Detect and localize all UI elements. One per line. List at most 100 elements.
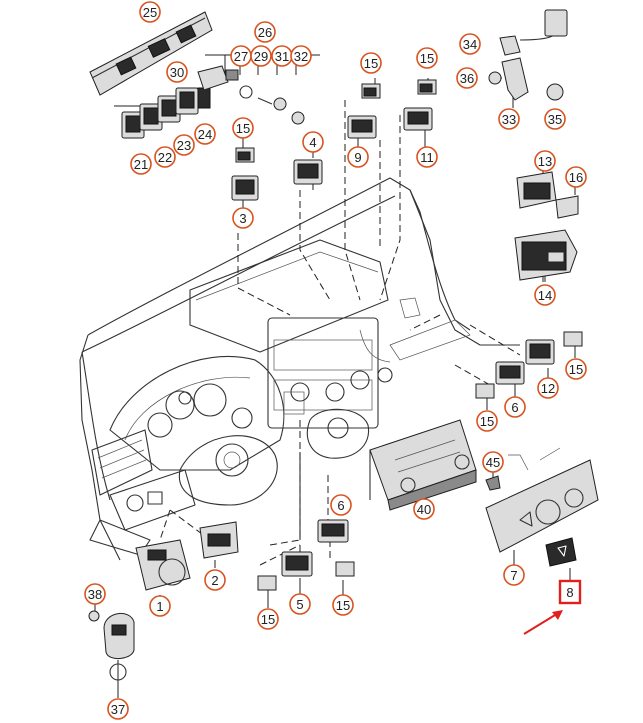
callout-label: 24 [198,127,212,142]
part-14-switch-unit [514,229,578,281]
callout-c1: 1 [149,595,171,617]
callout-marker [107,698,129,720]
callout-marker [498,108,520,130]
callout-marker [565,358,587,380]
callout-c15c: 15 [416,47,438,69]
callout-marker [347,146,369,168]
callout-label: 15 [480,414,494,429]
callout-c16: 16 [565,166,587,188]
callout-c12: 12 [537,377,559,399]
callout-c26: 26 [254,21,276,43]
callout-c24: 24 [194,123,216,145]
callout-label: 15 [336,598,350,613]
callout-c29: 29 [250,45,272,67]
part-4-switch [293,159,323,185]
callout-marker [476,410,498,432]
callout-marker [565,166,587,188]
callout-label: 22 [158,150,172,165]
callout-c37: 37 [107,698,129,720]
callout-marker [204,569,226,591]
callout-label: 15 [569,362,583,377]
callout-c15a: 15 [232,117,254,139]
callout-c13: 13 [534,150,556,172]
callout-c8: 8 [558,579,582,605]
callout-marker [537,377,559,399]
callout-marker [413,498,435,520]
dashboard-outline [79,177,520,561]
callout-label: 14 [538,288,552,303]
callout-label: 11 [420,150,434,165]
callout-label: 29 [254,49,268,64]
callout-label: 23 [177,138,191,153]
callout-c25: 25 [139,1,161,23]
callout-marker [416,47,438,69]
callout-c33: 33 [498,108,520,130]
callout-marker [302,131,324,153]
callout-label: 21 [134,157,148,172]
part-30-lock-cylinder [197,65,305,125]
callout-c7: 7 [503,564,525,586]
callout-c30: 30 [166,61,188,83]
part-15c-cap [417,79,437,95]
part-5-switch [281,551,313,577]
callout-c45: 45 [482,451,504,473]
callout-label: 5 [296,597,303,612]
callout-c31: 31 [271,45,293,67]
part-25-trim-panel [89,11,213,96]
callout-marker [456,67,478,89]
callout-label: 32 [294,49,308,64]
callout-c22: 22 [154,146,176,168]
part-8-hazard-switch [545,537,577,567]
callout-label: 2 [211,573,218,588]
part-38-washer [88,610,100,622]
callout-label: 9 [354,150,361,165]
callout-c27: 27 [230,45,252,67]
callout-label: 8 [566,585,573,600]
callout-marker [232,117,254,139]
callout-marker [84,583,106,605]
callout-c15f: 15 [332,594,354,616]
callout-c5: 5 [289,593,311,615]
callout-label: 30 [170,65,184,80]
callout-marker [558,579,582,605]
callout-label: 15 [261,612,275,627]
part-13-16-switch-top-right [516,171,579,219]
part-34-36-sensor [488,9,568,101]
part-6a-switch [495,361,525,385]
callout-c38: 38 [84,583,106,605]
callout-label: 12 [541,381,555,396]
callout-label: 4 [309,135,316,150]
callout-c15e: 15 [476,410,498,432]
callout-marker [139,1,161,23]
callout-marker [330,494,352,516]
part-45-screw [485,475,501,491]
callout-marker [534,284,556,306]
callout-marker [166,61,188,83]
callout-c6a: 6 [504,396,526,418]
callout-marker [173,134,195,156]
callout-marker [289,593,311,615]
callout-label: 13 [538,154,552,169]
part-7-light-switch-module [485,447,599,553]
callout-label: 33 [502,112,516,127]
part-15g-cap [257,575,277,591]
callout-c36: 36 [456,67,478,89]
callout-c15g: 15 [257,608,279,630]
callout-c15b: 15 [360,52,382,74]
callout-c40: 40 [413,498,435,520]
callout-label: 6 [337,498,344,513]
callout-marker [544,108,566,130]
callout-label: 26 [258,25,272,40]
callout-label: 25 [143,5,157,20]
callout-marker [534,150,556,172]
callout-label: 3 [239,211,246,226]
callout-label: 40 [417,502,431,517]
part-40-climate-panel [369,419,477,511]
callout-marker [504,396,526,418]
callout-marker [416,146,438,168]
callout-label: 15 [236,121,250,136]
callout-label: 45 [486,455,500,470]
callout-marker [149,595,171,617]
callout-label: 34 [463,37,477,52]
part-3-switch [231,175,259,201]
